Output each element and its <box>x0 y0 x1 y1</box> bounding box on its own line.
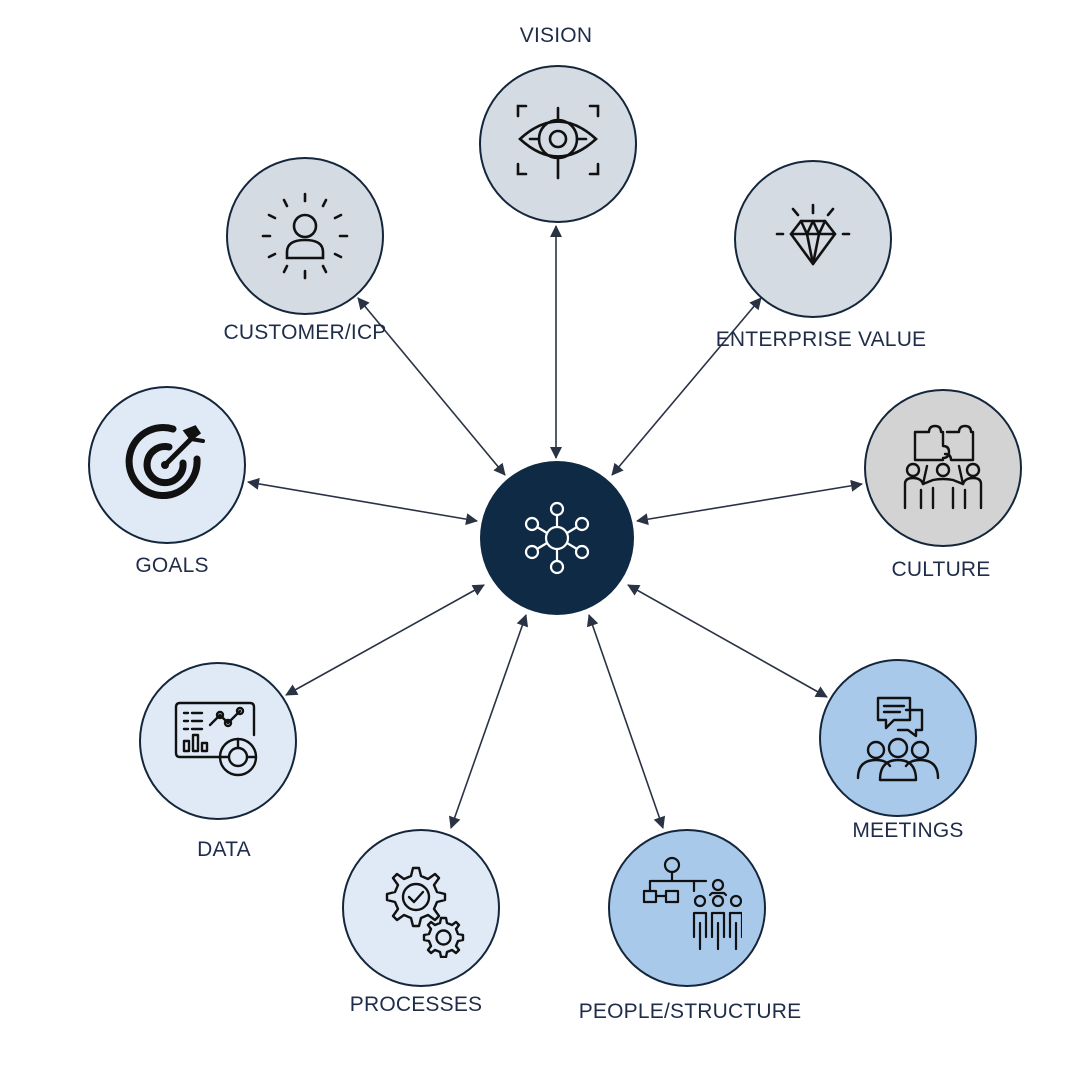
customer-person-icon <box>261 192 349 280</box>
network-hub-icon <box>524 501 590 575</box>
gears-check-icon <box>385 866 465 958</box>
node-vision <box>479 65 637 223</box>
label-customer-icp: CUSTOMER/ICP <box>223 321 387 344</box>
connector-enterprise-value <box>611 297 762 476</box>
node-customer-icp <box>226 157 384 315</box>
connector-meetings <box>627 584 828 698</box>
node-meetings <box>819 659 977 817</box>
node-enterprise-value <box>734 160 892 318</box>
node-culture <box>864 389 1022 547</box>
team-puzzle-icon <box>903 424 983 510</box>
connector-customer-icp <box>357 297 506 476</box>
label-meetings: MEETINGS <box>852 819 964 842</box>
connectors <box>247 225 863 829</box>
target-arrow-icon <box>125 424 205 499</box>
connector-goals <box>247 477 478 526</box>
connector-people-structure <box>586 614 666 829</box>
label-culture: CULTURE <box>891 558 991 581</box>
label-processes: PROCESSES <box>349 993 483 1016</box>
connector-culture <box>636 479 863 526</box>
dashboard-chart-icon <box>174 701 258 777</box>
label-people-structure: PEOPLE/STRUCTURE <box>578 1000 802 1023</box>
node-data <box>139 662 297 820</box>
label-enterprise-value: ENTERPRISE VALUE <box>715 328 927 351</box>
connector-processes <box>448 614 529 829</box>
node-goals <box>88 386 246 544</box>
label-data: DATA <box>197 838 251 861</box>
meeting-chat-icon <box>856 696 940 782</box>
node-processes <box>342 829 500 987</box>
hub-circle <box>480 461 634 615</box>
connector-data <box>285 584 485 696</box>
node-people-structure <box>608 829 766 987</box>
label-vision: VISION <box>519 24 593 47</box>
eye-target-icon <box>516 104 600 180</box>
org-chart-people-icon <box>642 856 742 951</box>
diamond-icon <box>775 203 851 266</box>
label-goals: GOALS <box>135 554 209 577</box>
